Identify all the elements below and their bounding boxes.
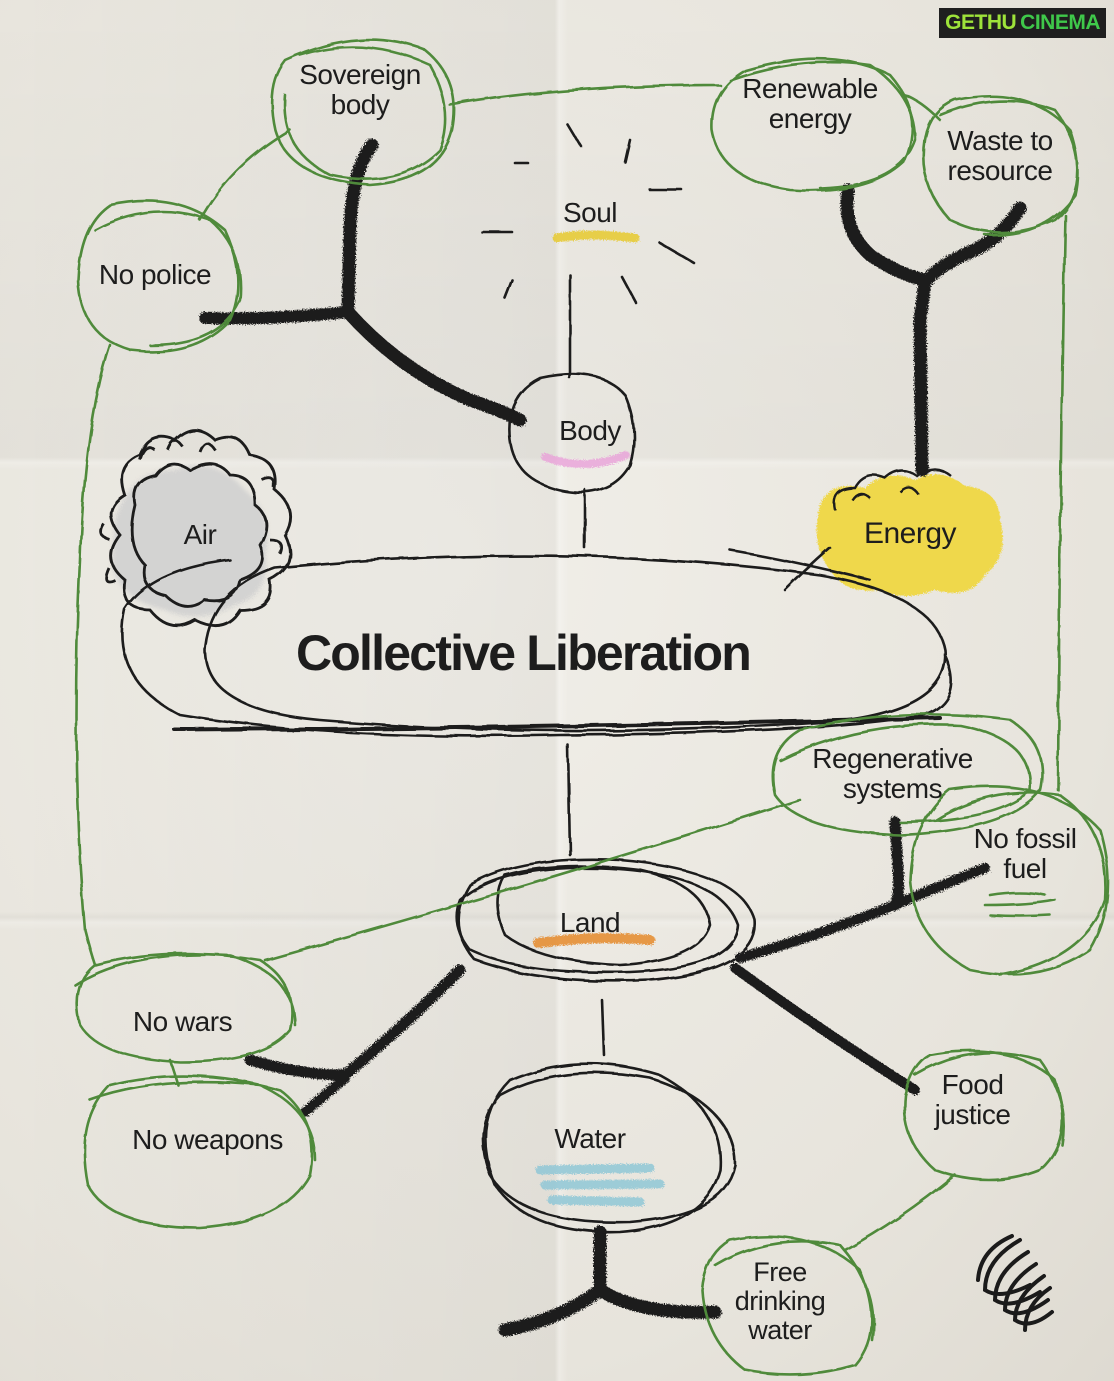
connector-renewable-waste bbox=[903, 93, 942, 122]
connector-waste-fossil bbox=[1056, 213, 1067, 792]
circle-free-drinking-water bbox=[713, 1240, 875, 1342]
watermark-part-1: GETHU bbox=[945, 11, 1017, 34]
energy-fill bbox=[816, 474, 1003, 596]
idea-regenerative-systems: Regenerative systems bbox=[812, 743, 973, 805]
connector-sovereign-renewable bbox=[448, 83, 722, 107]
circle-no-weapons bbox=[88, 1080, 317, 1162]
energy-link bbox=[728, 548, 872, 582]
node-air: Air bbox=[183, 519, 217, 550]
page-title: Collective Liberation bbox=[296, 625, 752, 681]
water-roots bbox=[498, 1225, 722, 1337]
connector-sovereign-police bbox=[198, 128, 292, 222]
water-circle-2 bbox=[481, 1071, 737, 1224]
weapons-branch bbox=[300, 1073, 350, 1117]
circle-no-fossil-fuel bbox=[933, 791, 1107, 977]
connector-food-water bbox=[843, 1173, 957, 1252]
body-highlight bbox=[541, 451, 630, 468]
energy-branch-left bbox=[840, 183, 932, 287]
title-to-land bbox=[566, 743, 572, 857]
title-underline bbox=[173, 716, 942, 732]
connector-wars-weapons bbox=[168, 1058, 180, 1087]
circle-sovereign-body bbox=[283, 45, 447, 181]
connector-police-wars bbox=[74, 343, 112, 967]
air-cloud bbox=[99, 428, 293, 628]
logo-mark bbox=[976, 1234, 1054, 1332]
circle-regenerative-systems bbox=[778, 723, 1032, 824]
node-soul: Soul bbox=[562, 197, 618, 228]
soul-ray bbox=[503, 278, 514, 300]
idea-food-justice: Food justice bbox=[934, 1069, 1011, 1131]
circle-food-justice bbox=[903, 1049, 1064, 1182]
fossil-scribble bbox=[983, 891, 1057, 918]
food-branch bbox=[730, 963, 920, 1095]
pen-lines bbox=[121, 123, 953, 1234]
circle-no-police bbox=[76, 199, 240, 353]
soul-ray bbox=[658, 241, 696, 265]
node-energy: Energy bbox=[863, 517, 957, 550]
energy-branch-right bbox=[913, 201, 1027, 477]
idea-renewable-energy: Renewable energy bbox=[742, 73, 878, 135]
circle-no-weapons bbox=[83, 1074, 314, 1230]
circle-renewable-energy bbox=[728, 60, 917, 190]
circle-waste-to-resource bbox=[938, 99, 1079, 237]
energy-cloud bbox=[833, 467, 952, 511]
idea-waste-to-resource: Waste to resource bbox=[947, 125, 1053, 187]
fossil-branch bbox=[735, 863, 990, 963]
land-to-water bbox=[600, 998, 606, 1057]
soul-ray bbox=[620, 275, 638, 305]
energy-link-2 bbox=[783, 546, 832, 592]
idea-no-fossil-fuel: No fossil fuel bbox=[973, 823, 1077, 885]
idea-no-police: No police bbox=[98, 259, 212, 290]
idea-no-wars: No wars bbox=[132, 1006, 233, 1037]
water-highlight bbox=[535, 1163, 665, 1207]
circle-no-wars bbox=[73, 953, 297, 1027]
circle-sovereign-body bbox=[270, 38, 456, 187]
police-branch bbox=[199, 306, 354, 325]
land-circle-1 bbox=[457, 857, 757, 983]
soul-highlight bbox=[552, 230, 640, 243]
circle-no-police bbox=[93, 210, 242, 347]
land-circle-3 bbox=[496, 864, 712, 967]
node-land: Land bbox=[559, 907, 621, 938]
circle-food-justice bbox=[913, 1051, 1065, 1147]
soul-ray bbox=[566, 123, 582, 147]
circle-free-drinking-water bbox=[700, 1234, 873, 1376]
land-circle-2 bbox=[455, 866, 740, 974]
node-body: Body bbox=[559, 415, 621, 446]
wars-branch bbox=[244, 964, 466, 1081]
watermark-badge: GETHU CINEMA bbox=[939, 8, 1106, 38]
circle-regenerative-systems bbox=[771, 713, 1044, 837]
color-highlights bbox=[112, 230, 1003, 1207]
sovereign-branch bbox=[341, 138, 527, 427]
connector-wars-regenerative bbox=[263, 798, 802, 962]
node-water: Water bbox=[554, 1123, 626, 1154]
body-circle bbox=[508, 372, 636, 494]
idea-no-weapons: No weapons bbox=[132, 1124, 283, 1155]
watermark-part-2: CINEMA bbox=[1020, 11, 1100, 34]
idea-sovereign-body: Sovereign body bbox=[299, 59, 421, 121]
air-fill bbox=[112, 465, 268, 617]
green-ink bbox=[73, 38, 1110, 1376]
land-highlight bbox=[533, 933, 655, 948]
idea-free-drinking-water: Free drinking water bbox=[734, 1257, 826, 1346]
thick-branches bbox=[199, 138, 1027, 1337]
soul-ray bbox=[623, 138, 632, 164]
